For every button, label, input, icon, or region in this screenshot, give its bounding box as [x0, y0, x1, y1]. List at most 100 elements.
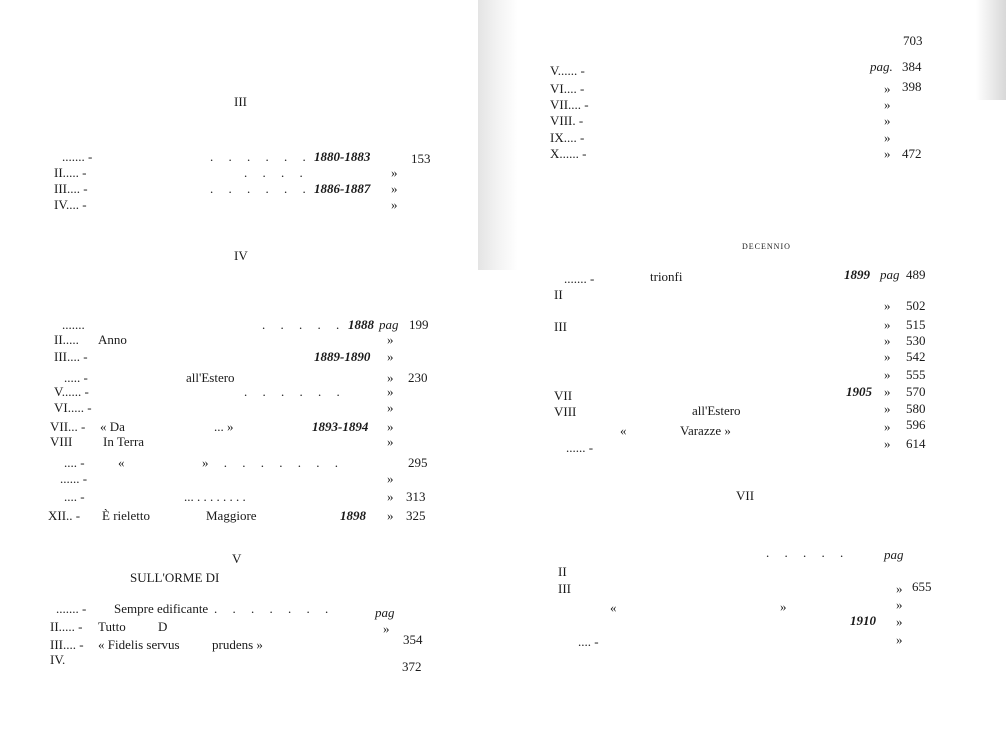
toc-chapter-title: D [158, 619, 168, 634]
toc-pag-label: pag. [870, 59, 893, 74]
toc-ditto-marker: » [387, 434, 394, 449]
toc-label: .... - [64, 455, 85, 470]
section-v-title: SULL'ORME DI [130, 570, 220, 585]
toc-ditto-marker: » [387, 471, 394, 486]
toc-chapter-title: « [610, 600, 617, 615]
toc-label: ...... - [60, 471, 88, 486]
toc-page-number: 313 [406, 489, 426, 504]
toc-ditto-marker: » [884, 349, 891, 364]
toc-label: III [558, 581, 571, 596]
toc-ditto-marker: » [387, 489, 394, 504]
toc-ditto-marker: » [884, 130, 891, 145]
toc-page-number: 472 [902, 146, 922, 161]
toc-label: VIII. - [550, 113, 584, 128]
toc-label: IV. [50, 652, 66, 667]
toc-label: ....... - [564, 271, 595, 286]
toc-chapter-title: all'Estero [186, 370, 235, 385]
toc-label: II..... - [54, 165, 87, 180]
toc-ditto-marker: » [387, 419, 394, 434]
toc-ditto-marker: » [884, 298, 891, 313]
toc-ditto-marker: » [884, 97, 891, 112]
toc-years: 1910 [850, 613, 876, 628]
page-edge-shadow [976, 0, 1006, 100]
toc-chapter-title: Sempre edificante [114, 601, 209, 616]
section-iv-heading: IV [234, 248, 248, 263]
toc-label: .... - [578, 634, 599, 649]
toc-years: 1880-1883 [314, 149, 371, 164]
toc-chapter-title: « Fidelis servus [98, 637, 180, 652]
toc-ditto-marker: » [383, 621, 390, 636]
toc-ditto-marker: » [387, 384, 394, 399]
toc-pag-label: pag [375, 605, 395, 620]
toc-page-number: 325 [406, 508, 426, 523]
toc-ditto-marker: » [896, 597, 903, 612]
toc-chapter-title: Tutto [98, 619, 126, 634]
toc-leader-dots: » . . . . . . . [202, 455, 344, 470]
toc-label: VII... - [50, 419, 86, 434]
toc-chapter-title: Maggiore [206, 508, 257, 523]
toc-label: VI.... - [550, 81, 585, 96]
toc-ditto-marker: » [391, 197, 398, 212]
toc-leader-dots: . . . . . [766, 545, 850, 560]
toc-ditto-marker: » [884, 333, 891, 348]
section-iii-heading: III [234, 94, 247, 109]
toc-page-number: 354 [403, 632, 423, 647]
toc-ditto-marker: » [387, 400, 394, 415]
toc-label: ..... - [64, 370, 88, 385]
toc-label: XII.. - [48, 508, 81, 523]
toc-page-number: 555 [906, 367, 926, 382]
toc-ditto-marker: » [884, 146, 891, 161]
toc-chapter-title: « [118, 455, 125, 470]
toc-years: 1905 [846, 384, 872, 399]
toc-pag-label: pag [884, 547, 904, 562]
toc-label: IV.... - [54, 197, 87, 212]
toc-page-number: 199 [409, 317, 429, 332]
toc-label: VII [554, 388, 573, 403]
toc-ditto-marker: » [884, 384, 891, 399]
toc-chapter-title: È rieletto [102, 508, 151, 523]
toc-page-number: 655 [912, 579, 932, 594]
toc-label: III.... - [54, 349, 88, 364]
toc-label: VI..... - [54, 400, 92, 415]
toc-label: ...... - [566, 440, 594, 455]
toc-ditto-marker: » [884, 81, 891, 96]
toc-page-number: 580 [906, 401, 926, 416]
toc-ditto-marker: » [896, 632, 903, 647]
toc-page-number: 614 [906, 436, 926, 451]
toc-leader-dots: . . . . . . . [214, 601, 335, 616]
decennio-heading: DECENNIO [742, 242, 791, 251]
right-page: 703 V...... - pag. 384 VI.... - » 398 VI… [478, 0, 1006, 747]
toc-label: VII.... - [550, 97, 589, 112]
toc-chapter-title: all'Estero [692, 403, 741, 418]
book-gutter-shadow [478, 0, 518, 270]
toc-ditto-marker: » [884, 401, 891, 416]
toc-page-number: 230 [408, 370, 428, 385]
toc-page-number: 153 [411, 151, 431, 166]
toc-label: ....... - [56, 601, 87, 616]
toc-label: IX.... - [550, 130, 585, 145]
toc-page-number: 502 [906, 298, 926, 313]
toc-leader-dots: . . . . . . [210, 149, 312, 164]
toc-page-number: 372 [402, 659, 422, 674]
toc-label: II..... [54, 332, 79, 347]
toc-years: 1889-1890 [314, 349, 371, 364]
toc-ditto-marker: » [884, 436, 891, 451]
toc-label: X...... - [550, 146, 587, 161]
toc-label: VIII [50, 434, 73, 449]
toc-label: .... - [64, 489, 85, 504]
toc-chapter-title: Anno [98, 332, 127, 347]
toc-ditto-marker: » [884, 317, 891, 332]
toc-ditto-marker: » [884, 367, 891, 382]
toc-ditto-marker: » [387, 349, 394, 364]
page-number-header: 703 [903, 33, 923, 48]
toc-label: ....... [62, 317, 85, 332]
toc-years: 1898 [340, 508, 366, 523]
toc-leader-dots: . . . . . . [244, 384, 346, 399]
toc-label: III [554, 319, 567, 334]
toc-ditto-marker: » [387, 508, 394, 523]
toc-chapter-title: Varazze » [680, 423, 731, 438]
toc-leader-dots: . . . . [244, 165, 309, 180]
toc-years: 1886-1887 [314, 181, 371, 196]
toc-page-number: 384 [902, 59, 922, 74]
toc-chapter-title: prudens » [212, 637, 263, 652]
